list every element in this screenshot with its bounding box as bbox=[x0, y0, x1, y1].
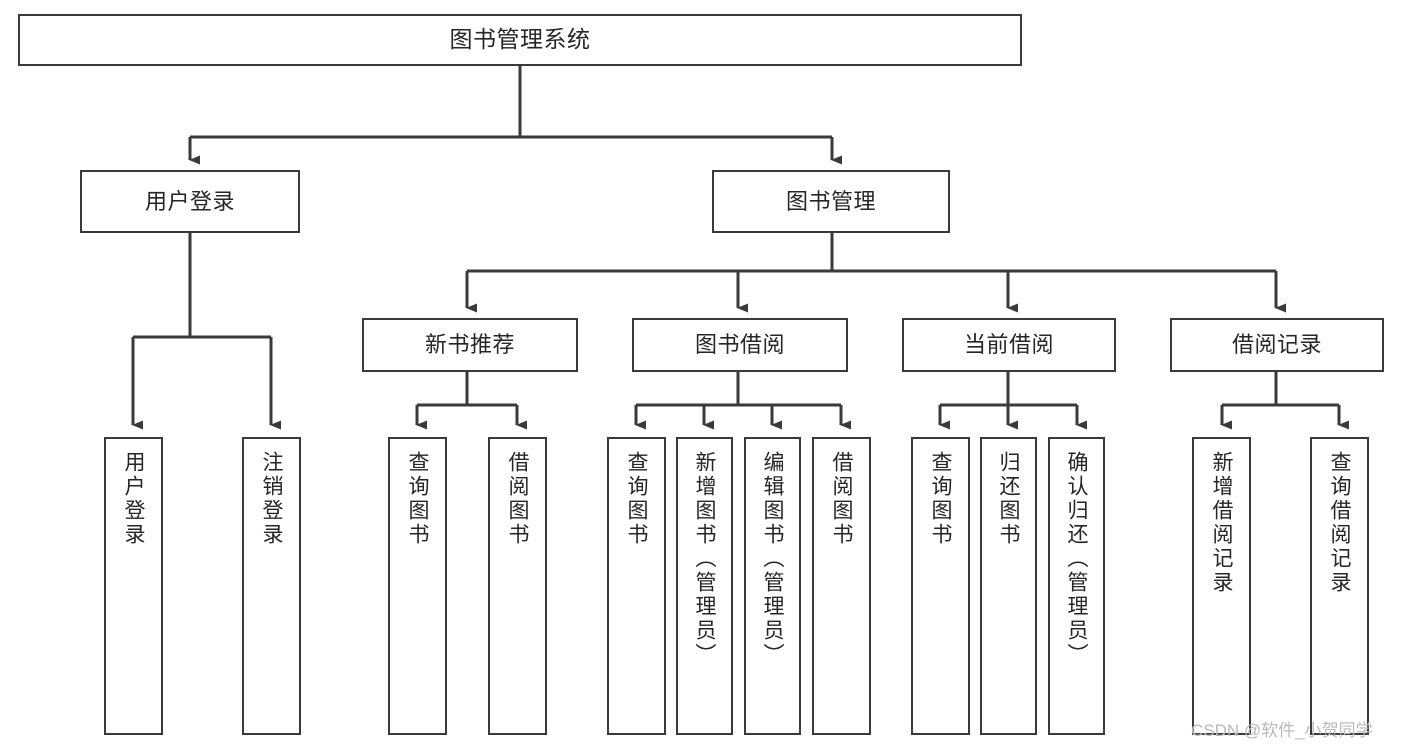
leaf-user-login[interactable]: 用户登录 bbox=[104, 437, 163, 735]
node-label: 新增图书（管理员） bbox=[693, 451, 716, 667]
node-label: 借阅记录 bbox=[1231, 332, 1322, 358]
node-label: 图书管理系统 bbox=[449, 26, 591, 53]
leaf-borrow-book-borrow[interactable]: 借阅图书 bbox=[812, 437, 871, 735]
leaf-query-book-borrow[interactable]: 查询图书 bbox=[607, 437, 666, 735]
node-book-borrow[interactable]: 图书借阅 bbox=[632, 318, 848, 372]
node-book-management[interactable]: 图书管理 bbox=[712, 170, 950, 233]
leaf-logout-login[interactable]: 注销登录 bbox=[242, 437, 301, 735]
node-label: 查询借阅记录 bbox=[1328, 451, 1351, 595]
node-label: 图书借阅 bbox=[694, 332, 785, 358]
leaf-add-book-admin[interactable]: 新增图书（管理员） bbox=[676, 437, 733, 735]
node-label: 编辑图书（管理员） bbox=[761, 451, 784, 667]
node-label: 查询图书 bbox=[406, 451, 429, 547]
node-label: 查询图书 bbox=[929, 451, 952, 547]
node-borrow-record[interactable]: 借阅记录 bbox=[1170, 318, 1384, 372]
node-label: 新书推荐 bbox=[424, 332, 515, 358]
node-label: 用户登录 bbox=[144, 188, 235, 214]
node-label: 当前借阅 bbox=[963, 332, 1054, 358]
node-label: 新增借阅记录 bbox=[1210, 451, 1233, 595]
leaf-edit-book-admin[interactable]: 编辑图书（管理员） bbox=[744, 437, 801, 735]
node-label: 查询图书 bbox=[625, 451, 648, 547]
node-current-borrow[interactable]: 当前借阅 bbox=[902, 318, 1116, 372]
node-new-book-recommend[interactable]: 新书推荐 bbox=[362, 318, 578, 372]
node-root-book-management-system[interactable]: 图书管理系统 bbox=[18, 14, 1022, 66]
node-label: 借阅图书 bbox=[830, 451, 853, 547]
node-label: 注销登录 bbox=[260, 451, 283, 547]
leaf-query-borrow-record[interactable]: 查询借阅记录 bbox=[1310, 437, 1369, 735]
leaf-query-book-current[interactable]: 查询图书 bbox=[911, 437, 970, 735]
leaf-borrow-book-new-recommend[interactable]: 借阅图书 bbox=[488, 437, 547, 735]
node-label: 借阅图书 bbox=[506, 451, 529, 547]
node-label: 用户登录 bbox=[122, 451, 145, 547]
leaf-query-book-new-recommend[interactable]: 查询图书 bbox=[388, 437, 447, 735]
leaf-return-book[interactable]: 归还图书 bbox=[980, 437, 1037, 735]
leaf-confirm-return-admin[interactable]: 确认归还（管理员） bbox=[1048, 437, 1105, 735]
node-label: 确认归还（管理员） bbox=[1065, 451, 1088, 667]
node-label: 图书管理 bbox=[785, 188, 876, 214]
node-user-login[interactable]: 用户登录 bbox=[80, 170, 300, 233]
node-label: 归还图书 bbox=[997, 451, 1020, 547]
csdn-watermark: CSDN @软件_小贺同学 bbox=[1191, 721, 1373, 740]
leaf-add-borrow-record[interactable]: 新增借阅记录 bbox=[1192, 437, 1251, 735]
